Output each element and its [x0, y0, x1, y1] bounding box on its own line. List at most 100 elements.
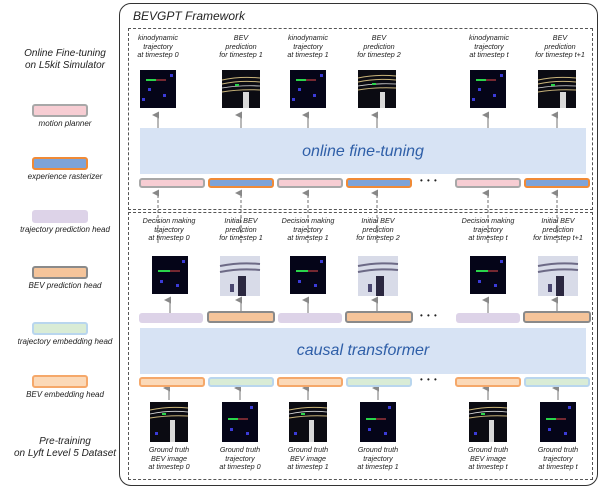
in-ellipsis: • • • [420, 375, 438, 384]
top-label-5-l2: prediction [544, 41, 576, 51]
output-up-arrows [164, 296, 559, 313]
causal-transformer-band [140, 328, 586, 374]
out-label-0-l3: at timestep 0 [148, 233, 190, 242]
in-label-0-l2: BEV image [151, 453, 187, 463]
causal-transformer-label: causal transformer [296, 342, 430, 359]
in-bar-bev-embed-2 [277, 377, 343, 387]
in-bar-traj-embed-1 [208, 377, 274, 387]
in-label-3-l3: at timestep 1 [357, 462, 399, 471]
out-label-5: Initial BEV prediction for timestep t+1 [526, 216, 590, 243]
legend-label-trajectory-embedding-head: trajectory embedding head [17, 337, 113, 346]
out-ellipsis: • • • [420, 311, 438, 320]
legend-swatch-trajectory-embedding-head [32, 322, 88, 335]
top-label-0-l3: at timestep 0 [137, 50, 179, 59]
in-label-4: Ground truth BEV image at timestep t [456, 445, 520, 472]
in-label-0-l1: Ground truth [148, 445, 190, 454]
framework-title: BEVGPT Framework [133, 9, 246, 23]
top-label-1-l3: for timestep 1 [219, 50, 263, 59]
top-bar-motion-planner-0 [139, 178, 205, 188]
top-label-4-l1: kinodynamic [469, 33, 509, 42]
legend-label-trajectory-prediction-head: trajectory prediction head [20, 225, 110, 234]
legend-swatch-experience-rasterizer [32, 157, 88, 170]
top-bar-rasterizer-5 [524, 178, 590, 188]
out-bar-traj-head-2 [278, 313, 342, 323]
out-label-1-l3: for timestep 1 [219, 233, 263, 242]
in-label-0: Ground truth BEV image at timestep 0 [137, 445, 201, 472]
in-label-0-l3: at timestep 0 [148, 462, 190, 471]
top-bar-rasterizer-1 [208, 178, 274, 188]
out-label-5-l1: Initial BEV [541, 216, 575, 225]
out-bar-traj-head-4 [456, 313, 520, 323]
online-finetuning-title: Online Fine-tuning on L5kit Simulator [0, 48, 130, 72]
out-bar-bev-head-5 [523, 311, 591, 323]
in-label-2-l2: BEV image [290, 453, 326, 463]
in-bar-bev-embed-4 [455, 377, 521, 387]
top-label-2: kinodynamic trajectory at timestep 1 [276, 33, 340, 60]
out-label-5-l3: for timestep t+1 [533, 233, 583, 242]
pretraining-title-line1: Pre-training [39, 436, 91, 447]
out-label-0-l2: trajectory [154, 224, 184, 234]
top-dashed-section [128, 28, 593, 210]
out-label-3-l1: Initial BEV [361, 216, 395, 225]
bottom-dashed-section [128, 212, 593, 480]
in-label-2: Ground truth BEV image at timestep 1 [276, 445, 340, 472]
top-label-3-l3: for timestep 2 [357, 50, 401, 59]
out-label-2-l3: at timestep 1 [287, 233, 329, 242]
legend-swatch-bev-prediction-head [32, 266, 88, 279]
top-label-3-l2: prediction [363, 41, 395, 51]
online-finetuning-band [140, 128, 586, 174]
out-label-2-l1: Decision making [281, 216, 335, 225]
top-label-5: BEV prediction for timestep t+1 [528, 33, 592, 60]
out-thumb-5 [537, 256, 579, 296]
in-label-5-l3: at timestep t [538, 462, 578, 471]
top-label-1-l1: BEV [233, 33, 249, 42]
out-label-4: Decision making trajectory at timestep t [456, 216, 520, 243]
in-bar-traj-embed-5 [524, 377, 590, 387]
top-thumb-3 [357, 70, 397, 108]
top-label-4: kinodynamic trajectory at timestep t [457, 33, 521, 60]
out-label-4-l2: trajectory [473, 224, 503, 234]
pretraining-title: Pre-training on Lyft Level 5 Dataset [0, 436, 130, 460]
in-label-1-l2: trajectory [225, 453, 255, 463]
in-thumb-4 [468, 402, 508, 442]
out-label-0: Decision making trajectory at timestep 0 [137, 216, 201, 243]
in-label-4-l3: at timestep t [468, 462, 508, 471]
top-label-4-l2: trajectory [474, 41, 504, 51]
out-label-2-l2: trajectory [293, 224, 323, 234]
out-bar-traj-head-0 [139, 313, 203, 323]
legend-swatch-trajectory-prediction-head [32, 210, 88, 223]
out-thumb-2 [290, 256, 326, 294]
legend-label-bev-prediction-head: BEV prediction head [28, 281, 102, 290]
out-label-1-l2: prediction [225, 224, 257, 234]
online-finetuning-label: online fine-tuning [302, 143, 424, 160]
in-bar-bev-embed-0 [139, 377, 205, 387]
top-label-5-l1: BEV [552, 33, 568, 42]
in-label-1-l3: at timestep 0 [219, 462, 261, 471]
in-label-3-l2: trajectory [363, 453, 393, 463]
legend-swatch-bev-embedding-head [32, 375, 88, 388]
top-label-4-l3: at timestep t [469, 50, 509, 59]
top-label-2-l2: trajectory [293, 41, 323, 51]
top-thumb-0 [140, 70, 176, 108]
in-label-4-l2: BEV image [470, 453, 506, 463]
online-finetuning-title-line2: on L5kit Simulator [24, 60, 106, 71]
in-label-5: Ground truth trajectory at timestep t [526, 445, 590, 472]
in-thumb-0 [149, 402, 189, 442]
top-label-0-l1: kinodynamic [138, 33, 178, 42]
top-label-1: BEV prediction for timestep 1 [209, 33, 273, 60]
in-label-2-l1: Ground truth [287, 445, 329, 454]
top-ellipsis: • • • [420, 176, 438, 185]
in-label-4-l1: Ground truth [467, 445, 509, 454]
out-label-2: Decision making trajectory at timestep 1 [276, 216, 340, 243]
top-label-3: BEV prediction for timestep 2 [347, 33, 411, 60]
out-label-3-l2: prediction [362, 224, 394, 234]
top-thumb-2 [290, 70, 326, 108]
out-thumb-4 [470, 256, 506, 294]
in-thumb-5 [540, 402, 576, 442]
pretraining-title-line2: on Lyft Level 5 Dataset [13, 448, 117, 459]
out-label-4-l3: at timestep t [468, 233, 508, 242]
out-label-1: Initial BEV prediction for timestep 1 [209, 216, 273, 243]
out-bar-bev-head-3 [345, 311, 413, 323]
in-thumb-1 [222, 402, 258, 442]
